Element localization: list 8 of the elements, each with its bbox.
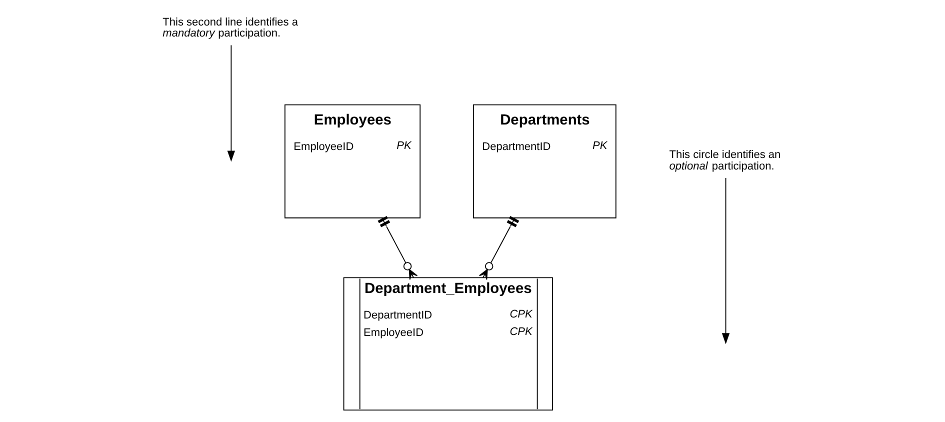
connector — [378, 216, 418, 280]
node-box: Departments DepartmentID PK — [472, 104, 616, 218]
node-text: This circle identifies an optional participation. — [669, 149, 781, 172]
node-box: Employees EmployeeID PK — [284, 104, 421, 218]
arrow — [722, 178, 730, 344]
connector — [478, 216, 520, 280]
node-text: This second line identifies a mandatory participation. — [162, 16, 298, 40]
arrow — [227, 44, 236, 162]
